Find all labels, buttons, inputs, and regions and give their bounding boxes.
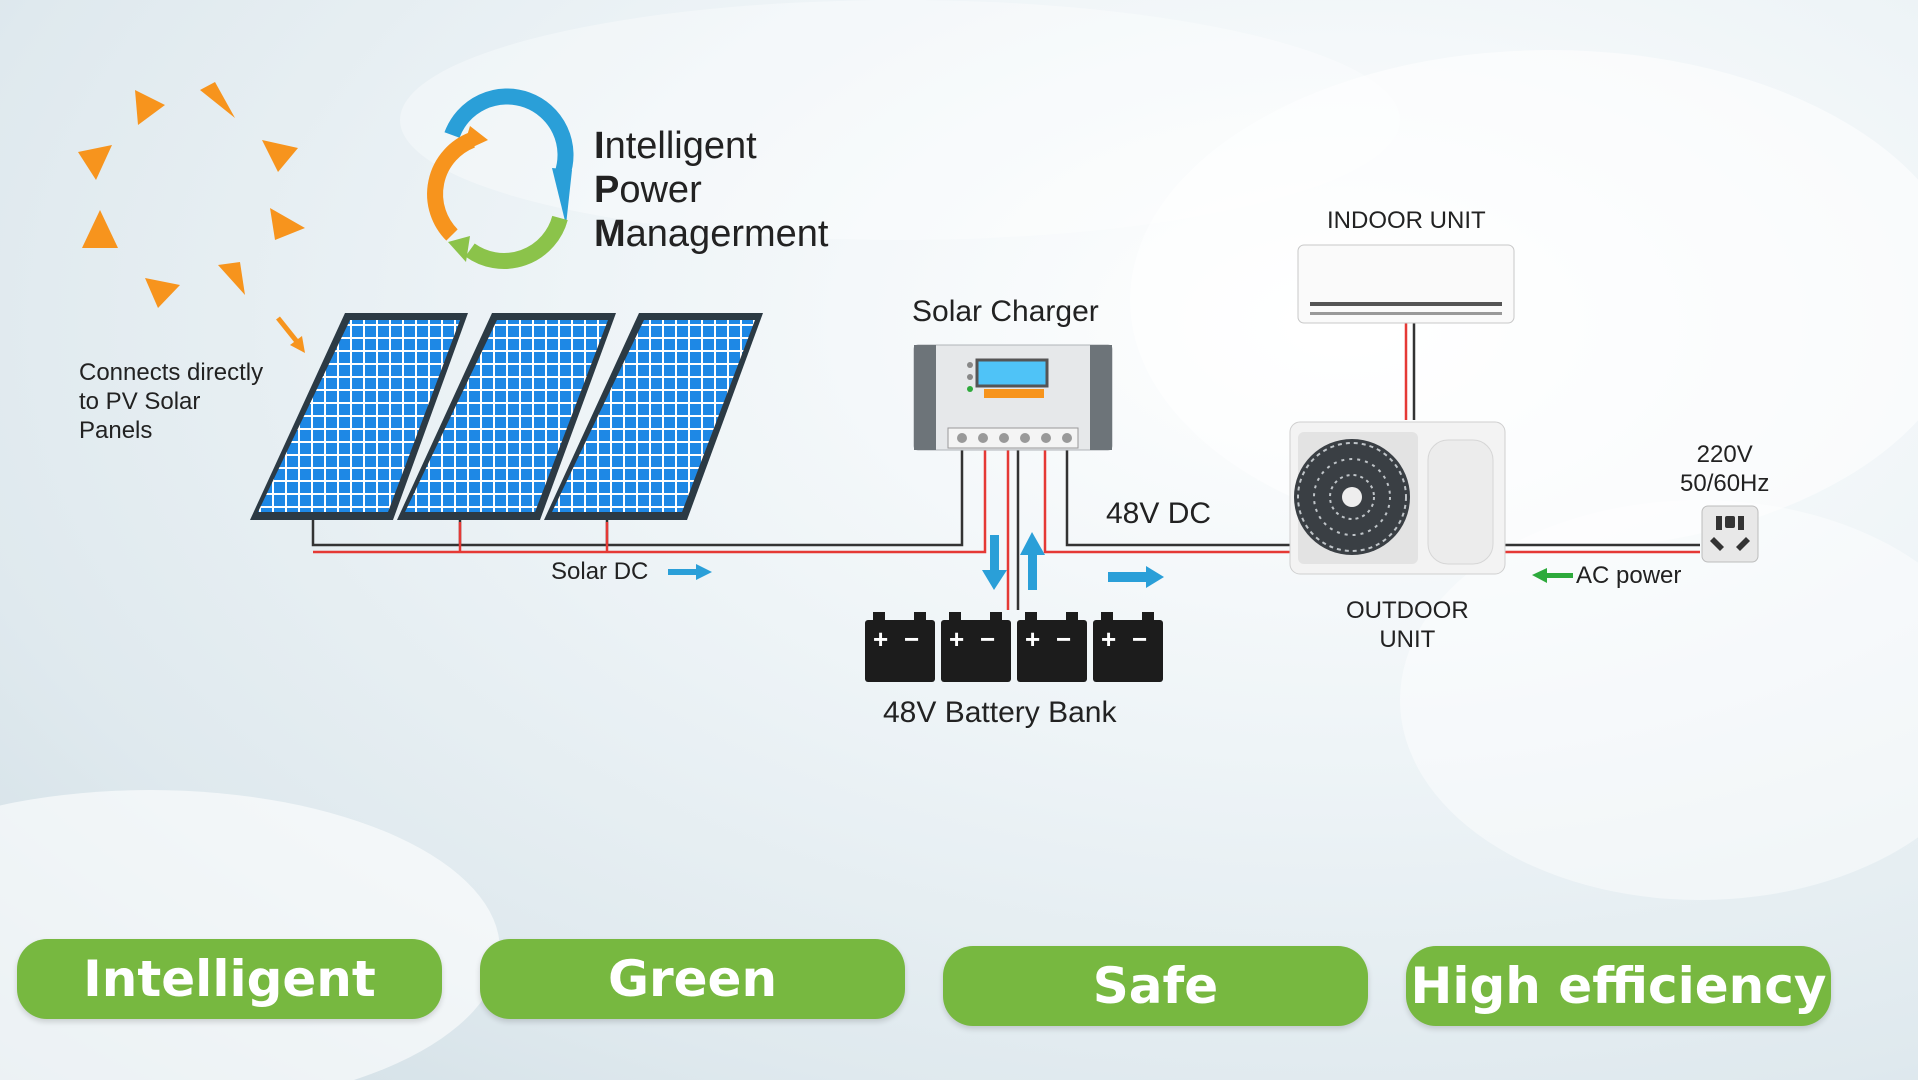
battery-minus: − xyxy=(1132,624,1148,654)
voltage-text: 220V xyxy=(1696,441,1753,468)
ac-wires xyxy=(1500,543,1700,554)
frequency-text: 50/60Hz xyxy=(1680,470,1770,497)
arrow-icon-sun-to-panel xyxy=(276,316,305,353)
outdoor-unit-line: UNIT xyxy=(1379,626,1436,653)
pv-note-line: Panels xyxy=(79,417,153,444)
solar-charger-device xyxy=(913,344,1113,451)
arrow-icon-ac-power xyxy=(1532,568,1573,583)
feature-pill-safe: Safe xyxy=(943,946,1368,1026)
logo-initial: M xyxy=(594,213,626,255)
outdoor-unit-icon xyxy=(1289,421,1506,575)
battery-minus: − xyxy=(980,624,996,654)
ipm-logo-text: Intelligent Power Managerment xyxy=(594,124,828,256)
solar-panels xyxy=(250,313,763,520)
solar-dc-label: Solar DC xyxy=(551,558,649,585)
battery-minus: − xyxy=(904,624,920,654)
arrow-icon-dc48 xyxy=(1108,566,1164,588)
feature-pill-intelligent: Intelligent xyxy=(17,939,442,1019)
logo-initial: P xyxy=(594,169,620,211)
dc48-label: 48V DC xyxy=(1106,497,1212,530)
sun-icon xyxy=(78,82,305,308)
pv-note-line: to PV Solar xyxy=(79,388,201,415)
battery-bank xyxy=(865,612,1163,682)
pv-note-line: Connects directly xyxy=(79,359,264,386)
logo-word: anagerment xyxy=(625,213,829,255)
ac-rating-label: 220V 50/60Hz xyxy=(1680,440,1769,498)
battery-minus: − xyxy=(1056,624,1072,654)
outdoor-unit-label: OUTDOOR UNIT xyxy=(1346,596,1469,654)
feature-pill-green: Green xyxy=(480,939,905,1019)
ipm-cycle-icon xyxy=(427,88,574,269)
ac-power-label: AC power xyxy=(1576,562,1682,589)
solar-charger-label: Solar Charger xyxy=(912,295,1099,328)
logo-initial: I xyxy=(594,125,605,167)
battery-icon xyxy=(1093,612,1163,682)
indoor-outdoor-pipe xyxy=(1404,322,1416,420)
socket-icon xyxy=(1701,505,1759,563)
outdoor-unit-line: OUTDOOR xyxy=(1346,597,1469,624)
solar-dc-wires xyxy=(311,450,987,554)
battery-plus: + xyxy=(1101,624,1117,654)
logo-word: ntelligent xyxy=(604,125,757,167)
battery-plus: + xyxy=(1025,624,1041,654)
dc48-wires xyxy=(1043,450,1290,554)
battery-plus: + xyxy=(873,624,889,654)
battery-plus: + xyxy=(949,624,965,654)
battery-icon xyxy=(865,612,935,682)
arrow-icon-up xyxy=(1020,532,1045,590)
logo-word: ower xyxy=(619,169,702,211)
indoor-unit-label: INDOOR UNIT xyxy=(1327,207,1486,234)
feature-pill-high-efficiency: High efficiency xyxy=(1406,946,1831,1026)
indoor-unit-icon xyxy=(1297,244,1515,324)
arrow-icon-solar-dc xyxy=(668,564,712,580)
arrow-icon-down xyxy=(982,535,1007,590)
battery-icon xyxy=(941,612,1011,682)
pv-note: Connects directly to PV Solar Panels xyxy=(79,358,263,445)
battery-icon xyxy=(1017,612,1087,682)
battery-wires xyxy=(1006,450,1020,610)
battery-bank-label: 48V Battery Bank xyxy=(883,696,1117,729)
